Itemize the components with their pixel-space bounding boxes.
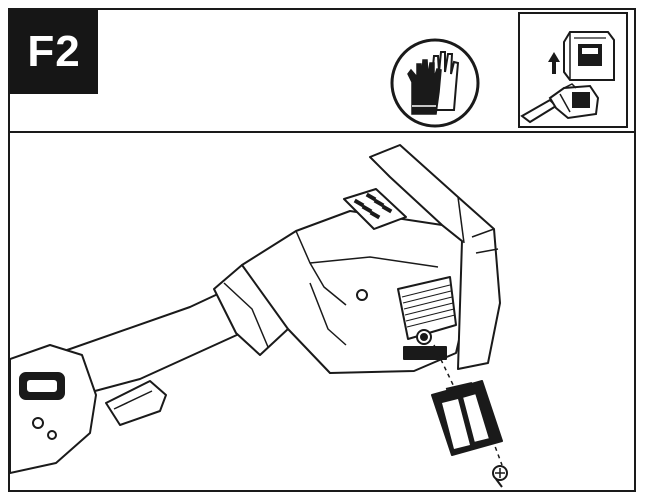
gloves-icon xyxy=(388,36,482,130)
battery-removal-icon xyxy=(518,12,628,128)
instruction-panel: F2 xyxy=(8,8,636,492)
step-label: F2 xyxy=(10,10,98,94)
filter-cover-removal-illustration xyxy=(10,133,634,490)
panel-header: F2 xyxy=(10,10,634,133)
